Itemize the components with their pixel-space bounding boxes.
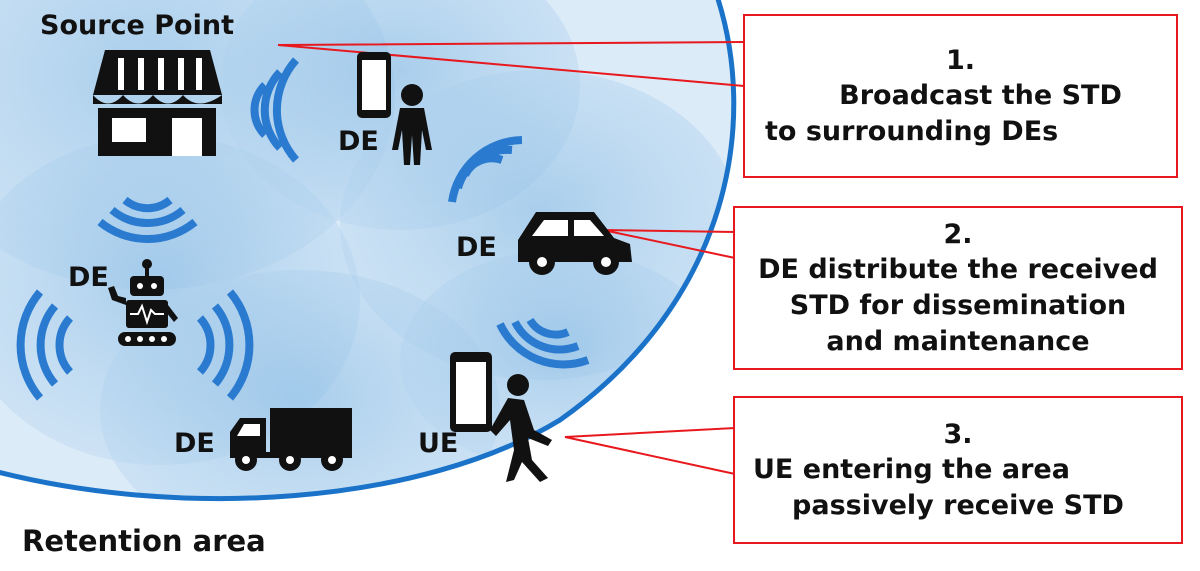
- retention-area-border: [0, 0, 737, 501]
- wifi-wave-icon: [448, 136, 523, 203]
- car-icon: [518, 212, 632, 275]
- step-1-callout: 1. Broadcast the STD to surrounding DEs: [743, 14, 1178, 178]
- retention-area-label: Retention area: [22, 524, 266, 558]
- ue-label: UE: [418, 428, 459, 459]
- step-3-line-1: UE entering the area: [753, 454, 1070, 486]
- truck-icon: [230, 408, 352, 471]
- wifi-wave-icon: [250, 57, 300, 163]
- callout-leader-3: [564, 427, 736, 475]
- wifi-wave-icon: [16, 289, 74, 401]
- wifi-wave-icon: [496, 317, 590, 369]
- source-point-label: Source Point: [40, 10, 234, 41]
- step-2-line-2: STD for dissemination: [789, 290, 1127, 321]
- person-with-phone-icon: [357, 52, 432, 165]
- walking-person-with-phone-icon: [450, 352, 552, 482]
- step-3-line-2: passively receive STD: [792, 489, 1124, 521]
- step-2-line-3: and maintenance: [826, 325, 1090, 357]
- store-icon: [93, 50, 222, 156]
- de-label-robot: DE: [68, 262, 109, 293]
- wifi-wave-icon: [97, 196, 198, 243]
- step-3-number: 3.: [943, 418, 973, 450]
- step-1-line-1: Broadcast the STD: [839, 80, 1122, 112]
- callout-leader-1: [277, 41, 745, 87]
- de-label-truck: DE: [174, 428, 215, 459]
- wifi-wave-icon: [196, 289, 254, 401]
- de-label-person: DE: [338, 126, 379, 157]
- step-2-number: 2.: [943, 218, 973, 250]
- step-1-line-2: to surrounding DEs: [765, 115, 1059, 147]
- step-2-callout: 2. DE distribute the received STD for di…: [733, 206, 1183, 370]
- de-label-car: DE: [456, 232, 497, 263]
- robot-icon: [108, 259, 178, 346]
- step-2-line-1: DE distribute the received: [758, 254, 1158, 286]
- step-1-number: 1.: [945, 44, 976, 76]
- wifi-waves: [16, 57, 590, 401]
- step-3-callout: 3. UE entering the area passively receiv…: [733, 396, 1183, 544]
